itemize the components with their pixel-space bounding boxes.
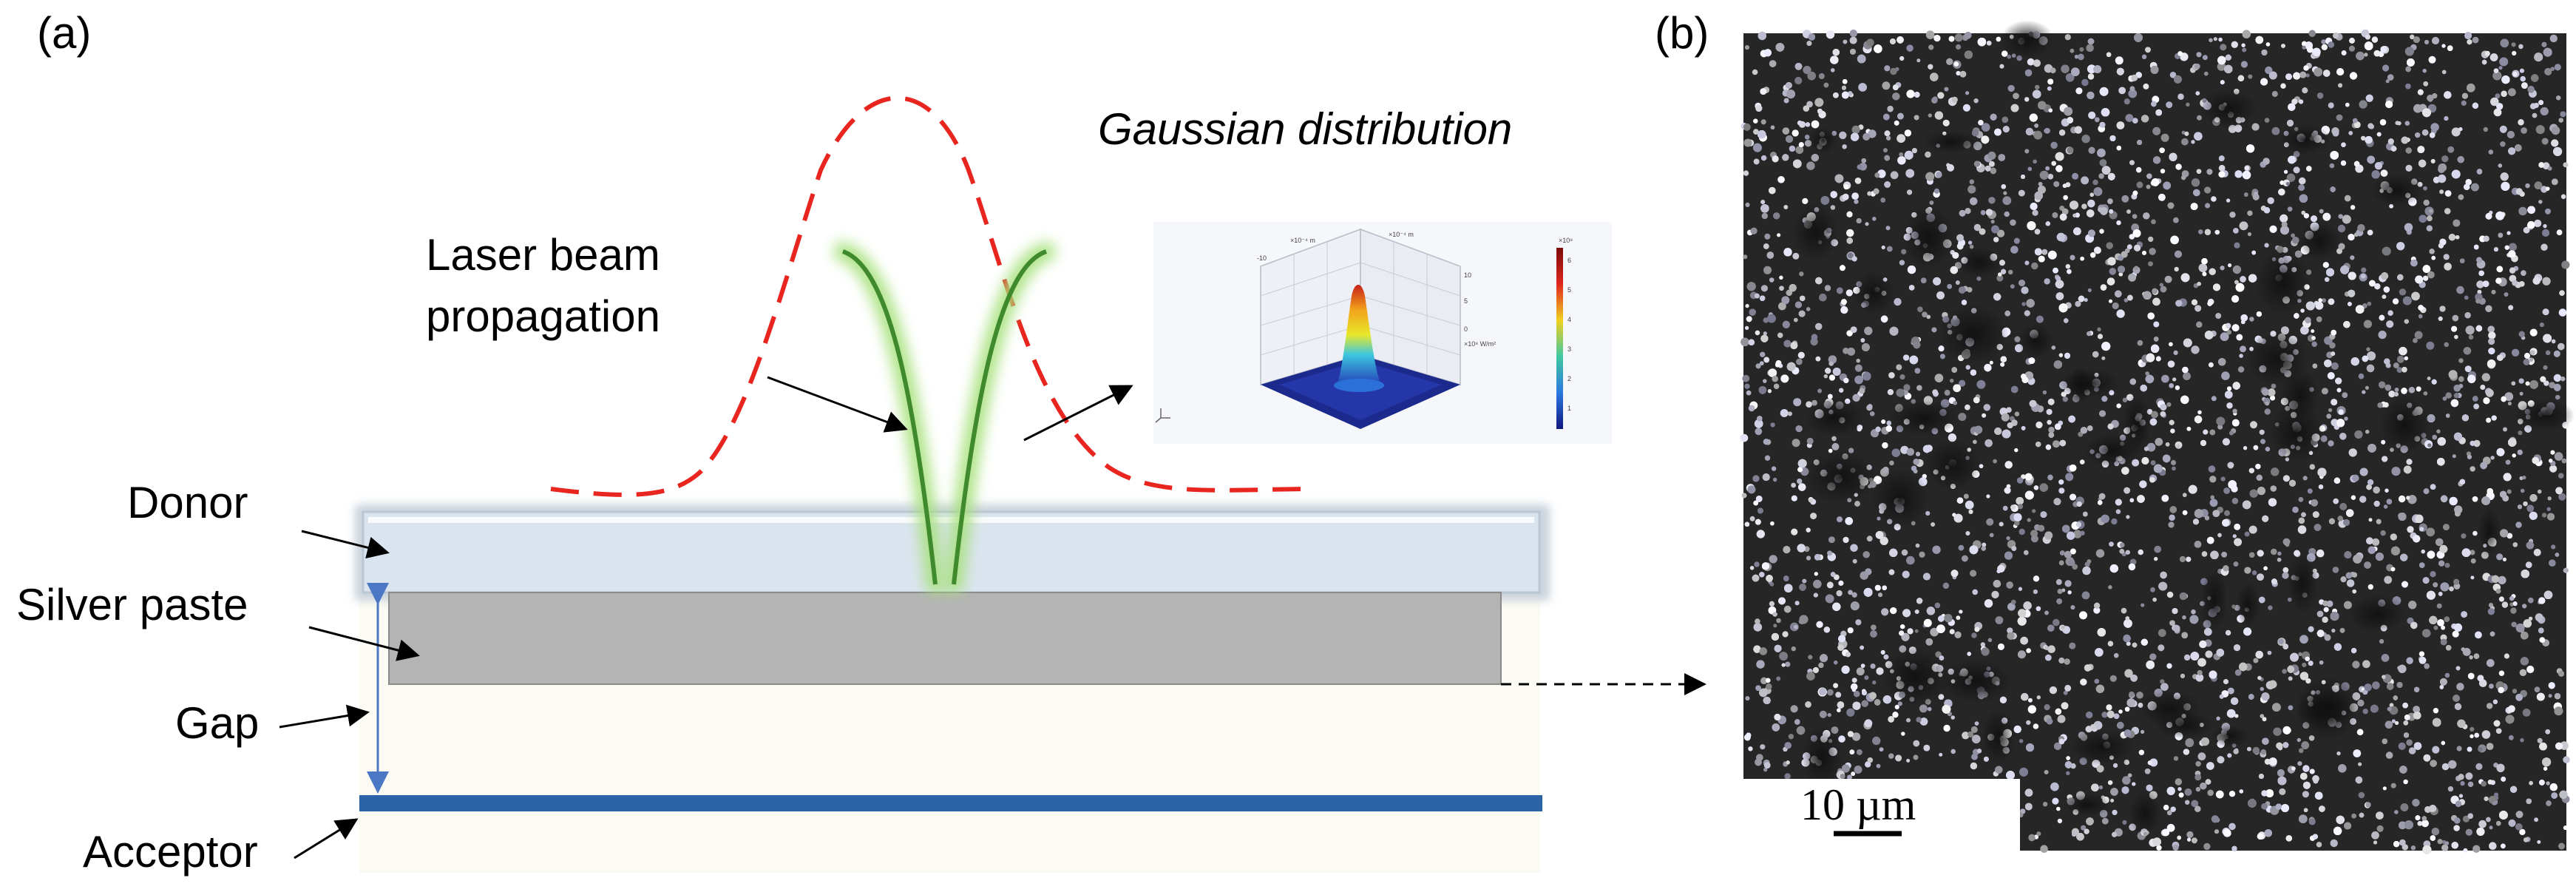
gap-label: Gap [175,698,259,748]
svg-text:6: 6 [1567,257,1571,264]
inset-pointer-arrow [1023,385,1133,442]
gaussian-label: Gaussian distribution [1098,104,1512,154]
silver-paste-pointer-arrow [308,626,420,661]
gaussian-curve [550,95,1309,497]
svg-text:-10: -10 [1257,254,1267,262]
svg-text:×10⁻⁴ m: ×10⁻⁴ m [1290,237,1315,244]
scale-bar-label: 10 µm [1800,780,1916,829]
acceptor-pointer-arrow [294,818,359,859]
svg-text:0: 0 [1464,325,1468,333]
svg-text:×10⁻⁴ m: ×10⁻⁴ m [1389,231,1414,238]
acceptor-layer [359,795,1542,811]
laser-pointer-arrow [767,376,908,433]
panel-b: (b) 10 µm [1655,8,2575,860]
svg-text:10: 10 [1464,271,1471,279]
svg-text:×10⁹: ×10⁹ [1559,237,1573,244]
panel-a-label: (a) [37,8,91,58]
laser-label-line1: Laser beam [426,230,660,280]
svg-text:5: 5 [1567,286,1571,294]
acceptor-label: Acceptor [83,827,258,877]
svg-text:2: 2 [1567,375,1571,382]
panel-a: (a) Gaussian distribution Laser beam pro… [16,8,1706,877]
svg-text:3: 3 [1567,345,1571,353]
silver-paste-layer [388,592,1502,685]
svg-text:4: 4 [1567,316,1571,323]
donor-highlight [368,517,1534,523]
panel-b-label: (b) [1655,8,1709,58]
gap-pointer-arrow [279,704,370,729]
laser-label-line2: propagation [426,291,660,341]
silver-paste-label: Silver paste [16,580,248,629]
gaussian-3d-plot-icon: ×10⁻⁴ m -10 ×10⁻⁴ m 10 5 0 ×10⁹ W/m² ×10… [1153,222,1612,444]
donor-label: Donor [127,478,248,527]
svg-text:1: 1 [1567,405,1571,412]
svg-text:×10⁹ W/m²: ×10⁹ W/m² [1464,340,1496,348]
donor-pointer-arrow [301,530,390,559]
svg-text:5: 5 [1464,297,1468,305]
scale-bar-background [1734,779,2020,860]
laser-beam [833,242,1056,594]
sem-micrograph-icon: 10 µm [1734,20,2575,860]
